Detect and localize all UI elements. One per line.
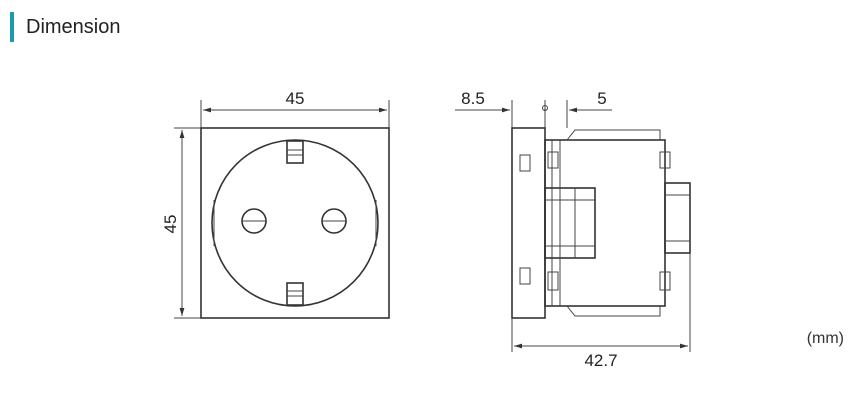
accent-bar (10, 12, 14, 42)
front-frame (200, 127, 390, 319)
unit-label: (mm) (806, 330, 844, 347)
side-rear-terminal (664, 182, 691, 254)
side-view: 8.5 5 42.7 (455, 89, 691, 370)
section-title: Dimension (26, 15, 121, 38)
front-width-label: 45 (286, 89, 305, 108)
socket-recess (211, 139, 379, 307)
side-inner-block (544, 187, 596, 259)
section-header: Dimension (10, 12, 120, 42)
total-depth-label: 42.7 (584, 351, 617, 370)
front-view: 45 45 (161, 89, 390, 319)
back-step-label: 5 (597, 89, 606, 108)
side-body (544, 139, 666, 307)
front-height-label: 45 (161, 215, 180, 234)
earth-clip-top (286, 140, 304, 164)
front-depth-label: 8.5 (461, 89, 485, 108)
earth-clip-bottom (286, 282, 304, 306)
side-front-plate (511, 127, 546, 319)
